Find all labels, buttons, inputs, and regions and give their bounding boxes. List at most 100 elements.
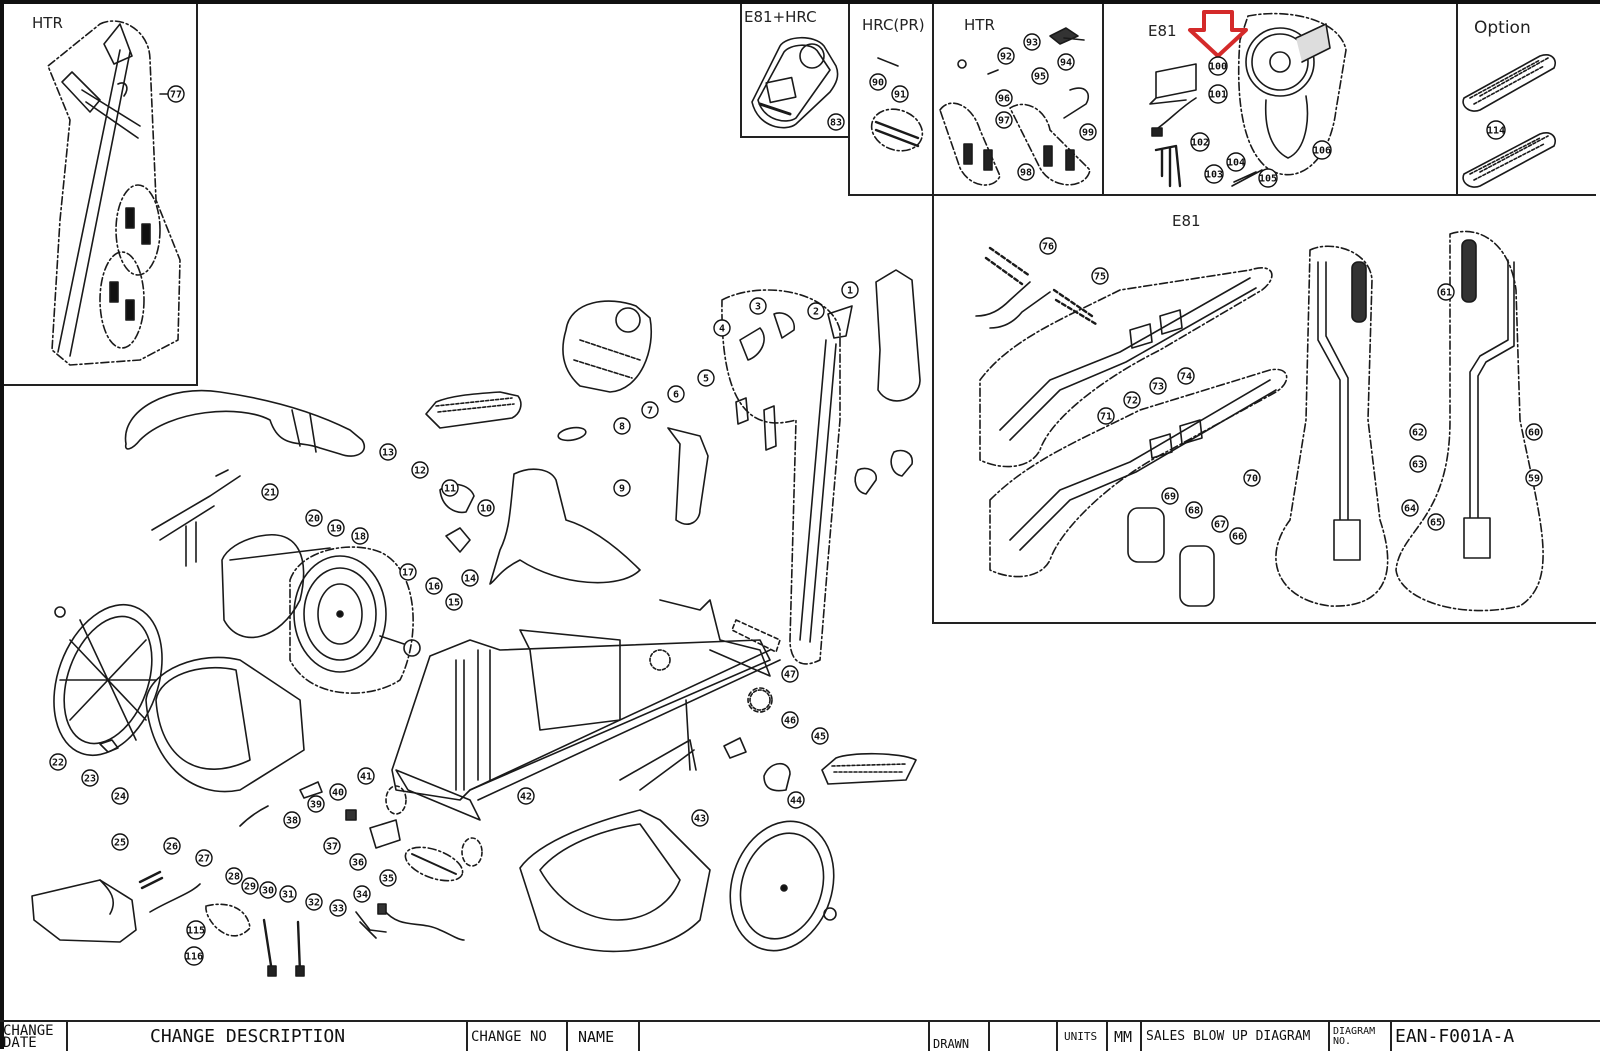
callout-label: 29 [244, 882, 256, 893]
part-callout-103: 103 [1204, 164, 1224, 184]
callout-label: 40 [332, 788, 344, 799]
callout-circle [305, 893, 323, 911]
callout-label: 62 [1412, 428, 1424, 439]
part-callout-91: 91 [891, 85, 909, 103]
callout-label: 38 [286, 816, 298, 827]
callout-label: 60 [1528, 428, 1540, 439]
callout-circle [749, 297, 767, 315]
part-callout-7: 7 [641, 401, 659, 419]
callout-circle [1177, 367, 1195, 385]
part-callout-41: 41 [357, 767, 375, 785]
callout-label: 23 [84, 774, 96, 785]
part-callout-115: 115 [186, 920, 206, 940]
hrc-pr-drawing [870, 57, 924, 152]
panel-title: HTR [32, 14, 63, 32]
callout-label: 92 [1000, 52, 1012, 63]
part-callout-75: 75 [1091, 267, 1109, 285]
callout-circle [1017, 163, 1035, 181]
callout-label: 100 [1209, 62, 1227, 73]
panel-title: HRC(PR) [862, 16, 925, 34]
callout-label: 33 [332, 904, 344, 915]
callout-circle [613, 417, 631, 435]
change-no-label: CHANGE NO [468, 1022, 568, 1051]
callout-label: 103 [1205, 170, 1223, 181]
drawn-label: DRAWN [930, 1022, 990, 1051]
callout-label: 69 [1164, 492, 1176, 503]
callout-label: 64 [1404, 504, 1416, 515]
callout-circle [1097, 407, 1115, 425]
callout-label: 7 [647, 406, 653, 417]
part-callout-104: 104 [1226, 152, 1246, 172]
callout-label: 70 [1246, 474, 1258, 485]
callout-label: 66 [1232, 532, 1244, 543]
part-callout-105: 105 [1258, 168, 1278, 188]
part-callout-29: 29 [241, 877, 259, 895]
part-callout-37: 37 [323, 837, 341, 855]
callout-circle [841, 281, 859, 299]
callout-label: 98 [1020, 168, 1032, 179]
part-callout-97: 97 [995, 111, 1013, 129]
name-value [640, 1022, 930, 1051]
callout-circle [1123, 391, 1141, 409]
part-callout-100: 100 [1208, 56, 1228, 76]
callout-label: 1 [847, 286, 853, 297]
callout-label: 24 [114, 792, 126, 803]
callout-label: 44 [790, 796, 802, 807]
callout-circle [1312, 140, 1332, 160]
callout-label: 20 [308, 514, 320, 525]
callout-circle [323, 837, 341, 855]
part-callout-18: 18 [351, 527, 369, 545]
callout-label: 102 [1191, 138, 1209, 149]
drawing-title: SALES BLOW UP DIAGRAM [1142, 1022, 1330, 1051]
callout-label: 27 [198, 854, 210, 865]
callout-label: 36 [352, 858, 364, 869]
callout-label: 12 [414, 466, 426, 477]
callout-label: 13 [382, 448, 394, 459]
callout-circle [1079, 123, 1097, 141]
units-value: MM [1108, 1022, 1142, 1051]
part-callout-23: 23 [81, 769, 99, 787]
part-callouts: 7783909192939495969798991001011021031041… [49, 33, 1543, 966]
callout-label: 65 [1430, 518, 1442, 529]
callout-circle [279, 885, 297, 903]
part-callout-106: 106 [1312, 140, 1332, 160]
callout-circle [477, 499, 495, 517]
callout-label: 21 [264, 488, 276, 499]
part-callout-114: 114 [1486, 120, 1506, 140]
part-callout-74: 74 [1177, 367, 1195, 385]
panel-title: Option [1474, 18, 1531, 38]
part-callout-101: 101 [1208, 84, 1228, 104]
callout-label: 94 [1060, 58, 1072, 69]
callout-label: 46 [784, 716, 796, 727]
callout-circle [411, 461, 429, 479]
callout-circle [259, 881, 277, 899]
callout-label: 95 [1034, 72, 1046, 83]
part-callout-24: 24 [111, 787, 129, 805]
callout-circle [1057, 53, 1075, 71]
callout-label: 114 [1487, 126, 1505, 137]
e81-top-drawing [1149, 12, 1347, 188]
callout-circle [329, 899, 347, 917]
part-callout-61: 61 [1437, 283, 1455, 301]
part-callout-45: 45 [811, 727, 829, 745]
callout-label: 116 [185, 952, 203, 963]
part-callout-22: 22 [49, 753, 67, 771]
part-callout-34: 34 [353, 885, 371, 903]
callout-label: 17 [402, 568, 414, 579]
part-callout-21: 21 [261, 483, 279, 501]
part-callout-47: 47 [781, 665, 799, 683]
callout-circle [1161, 487, 1179, 505]
callout-label: 9 [619, 484, 625, 495]
name-label: NAME [568, 1022, 640, 1051]
callout-circle [1525, 469, 1543, 487]
callout-circle [1190, 132, 1210, 152]
callout-circle [1091, 267, 1109, 285]
part-callout-60: 60 [1525, 423, 1543, 441]
part-callout-38: 38 [283, 811, 301, 829]
callout-label: 61 [1440, 288, 1452, 299]
callout-circle [441, 479, 459, 497]
part-callout-73: 73 [1149, 377, 1167, 395]
callout-circle [167, 85, 185, 103]
